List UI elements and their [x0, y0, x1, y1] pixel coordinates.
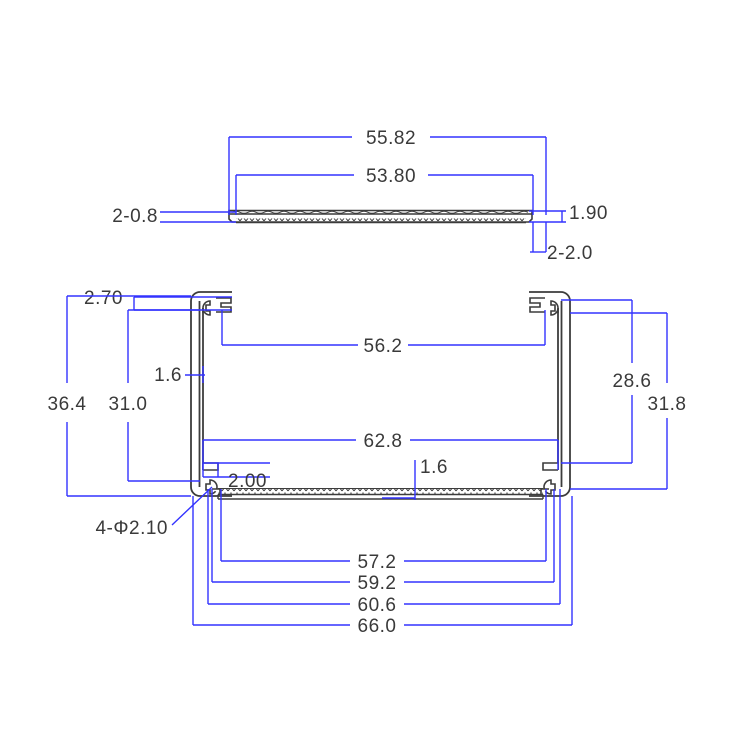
top-left-screw-boss — [202, 297, 232, 316]
dim-label-1-6-left: 1.6 — [154, 365, 182, 386]
dim-66-0 — [192, 496, 573, 626]
dim-57-2 — [220, 489, 547, 562]
dim-53-80 — [235, 174, 534, 215]
dim-1-6-bottom — [382, 460, 416, 500]
dim-label-31-8: 31.8 — [648, 394, 687, 415]
dim-label-2-2-0: 2-2.0 — [547, 243, 593, 264]
dim-label-31-0: 31.0 — [109, 394, 148, 415]
dim-36-4 — [66, 295, 191, 497]
right-lower-rib — [542, 462, 558, 471]
dim-label-2-0-8: 2-0.8 — [112, 206, 158, 227]
main-view-group: 2.70 36.4 31.0 1.6 — [48, 288, 687, 637]
dim-55-82 — [228, 136, 547, 215]
bottom-plate — [217, 487, 544, 500]
dim-28-6 — [561, 299, 633, 464]
dim-label-hole: 4-Φ2.10 — [95, 518, 168, 539]
dim-label-59-2: 59.2 — [358, 573, 397, 594]
dim-2-0-8 — [160, 211, 236, 223]
dim-label-1-90: 1.90 — [569, 203, 608, 224]
dim-label-28-6: 28.6 — [613, 371, 652, 392]
top-view-group: 55.82 53.80 1.90 2-2.0 2-0.8 — [112, 128, 608, 264]
dim-label-2-00: 2.00 — [228, 471, 267, 492]
dim-label-53-80: 53.80 — [366, 166, 416, 187]
dim-1-6-left — [185, 366, 205, 383]
dim-60-6 — [207, 489, 561, 605]
dim-59-2 — [211, 489, 555, 583]
dim-2-2-0 — [530, 222, 547, 253]
dim-label-62-8: 62.8 — [364, 431, 403, 452]
dim-31-0 — [127, 309, 200, 482]
dim-label-60-6: 60.6 — [358, 595, 397, 616]
dim-62-8 — [202, 439, 559, 470]
dim-label-66-0: 66.0 — [358, 616, 397, 637]
dim-2-00 — [202, 462, 270, 478]
dim-56-2 — [221, 310, 546, 346]
top-right-screw-boss — [529, 297, 559, 316]
dim-label-1-6-bottom: 1.6 — [420, 457, 448, 478]
dim-hole-callout — [171, 486, 213, 526]
dim-31-8 — [570, 312, 668, 490]
dim-label-2-70: 2.70 — [84, 288, 123, 309]
cover-plate-bottom-texture — [236, 218, 526, 224]
cover-plate-top-texture — [231, 210, 529, 214]
dim-label-57-2: 57.2 — [358, 552, 397, 573]
dim-1-90 — [529, 210, 566, 223]
dim-label-36-4: 36.4 — [48, 394, 87, 415]
dim-label-56-2: 56.2 — [364, 336, 403, 357]
left-lower-rib — [203, 462, 219, 471]
dim-label-55-82: 55.82 — [366, 128, 416, 149]
